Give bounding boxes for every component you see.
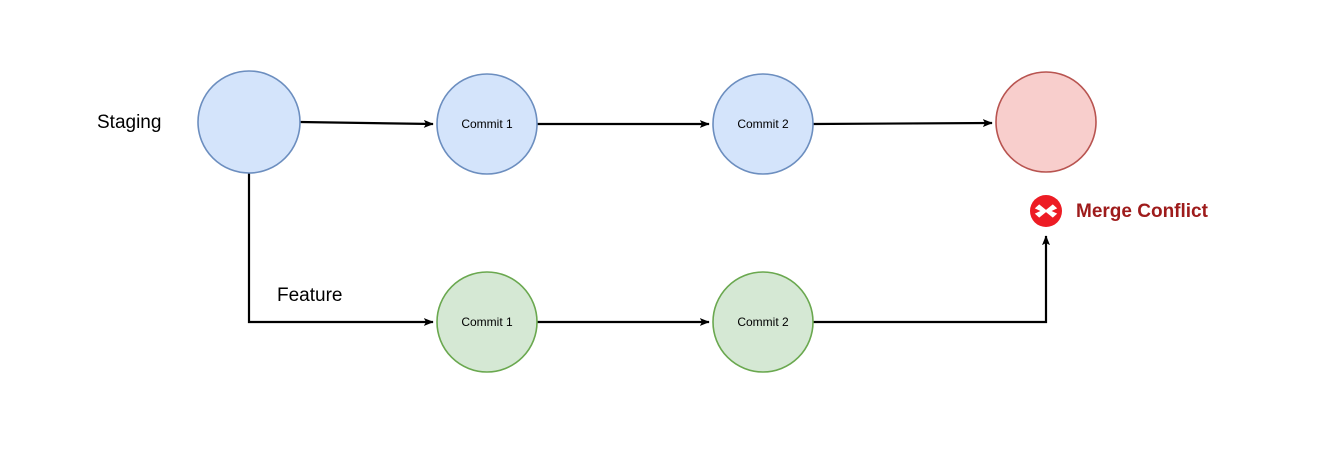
merge-conflict-annotation: Merge Conflict [1030, 195, 1209, 227]
node-circle[interactable] [995, 71, 1097, 173]
branch-label-staging: Staging [97, 112, 161, 133]
node-label: Commit 1 [461, 117, 513, 131]
edges-group [247, 119, 1050, 326]
node-label: Commit 1 [461, 315, 513, 329]
branch-label-feature: Feature [277, 285, 342, 306]
node-staging-commit-2[interactable]: Commit 2 [712, 73, 814, 175]
edge-base-to-staging-commit-1 [299, 119, 434, 128]
error-x-icon [1030, 195, 1062, 227]
error-x-icon-mark [1034, 204, 1058, 218]
node-feature-commit-2[interactable]: Commit 2 [712, 271, 814, 373]
node-label: Commit 2 [737, 315, 789, 329]
node-circle[interactable] [197, 70, 301, 174]
edge-base-to-feature-commit-1 [247, 173, 434, 326]
node-circle[interactable] [712, 271, 814, 373]
node-label: Commit 2 [737, 117, 789, 131]
node-merge-target[interactable] [995, 71, 1097, 173]
node-circle[interactable] [436, 73, 538, 175]
edge-feature-commit-2-to-conflict [813, 235, 1050, 324]
node-staging-commit-1[interactable]: Commit 1 [436, 73, 538, 175]
nodes-group: Commit 1 Commit 2 Commit 1 Commit 2 [197, 70, 1097, 373]
node-feature-commit-1[interactable]: Commit 1 [436, 271, 538, 373]
merge-conflict-label: Merge Conflict [1076, 201, 1209, 222]
node-circle[interactable] [712, 73, 814, 175]
node-circle[interactable] [436, 271, 538, 373]
edge-staging-commit-2-to-merge [812, 119, 993, 128]
node-staging-base[interactable] [197, 70, 301, 174]
